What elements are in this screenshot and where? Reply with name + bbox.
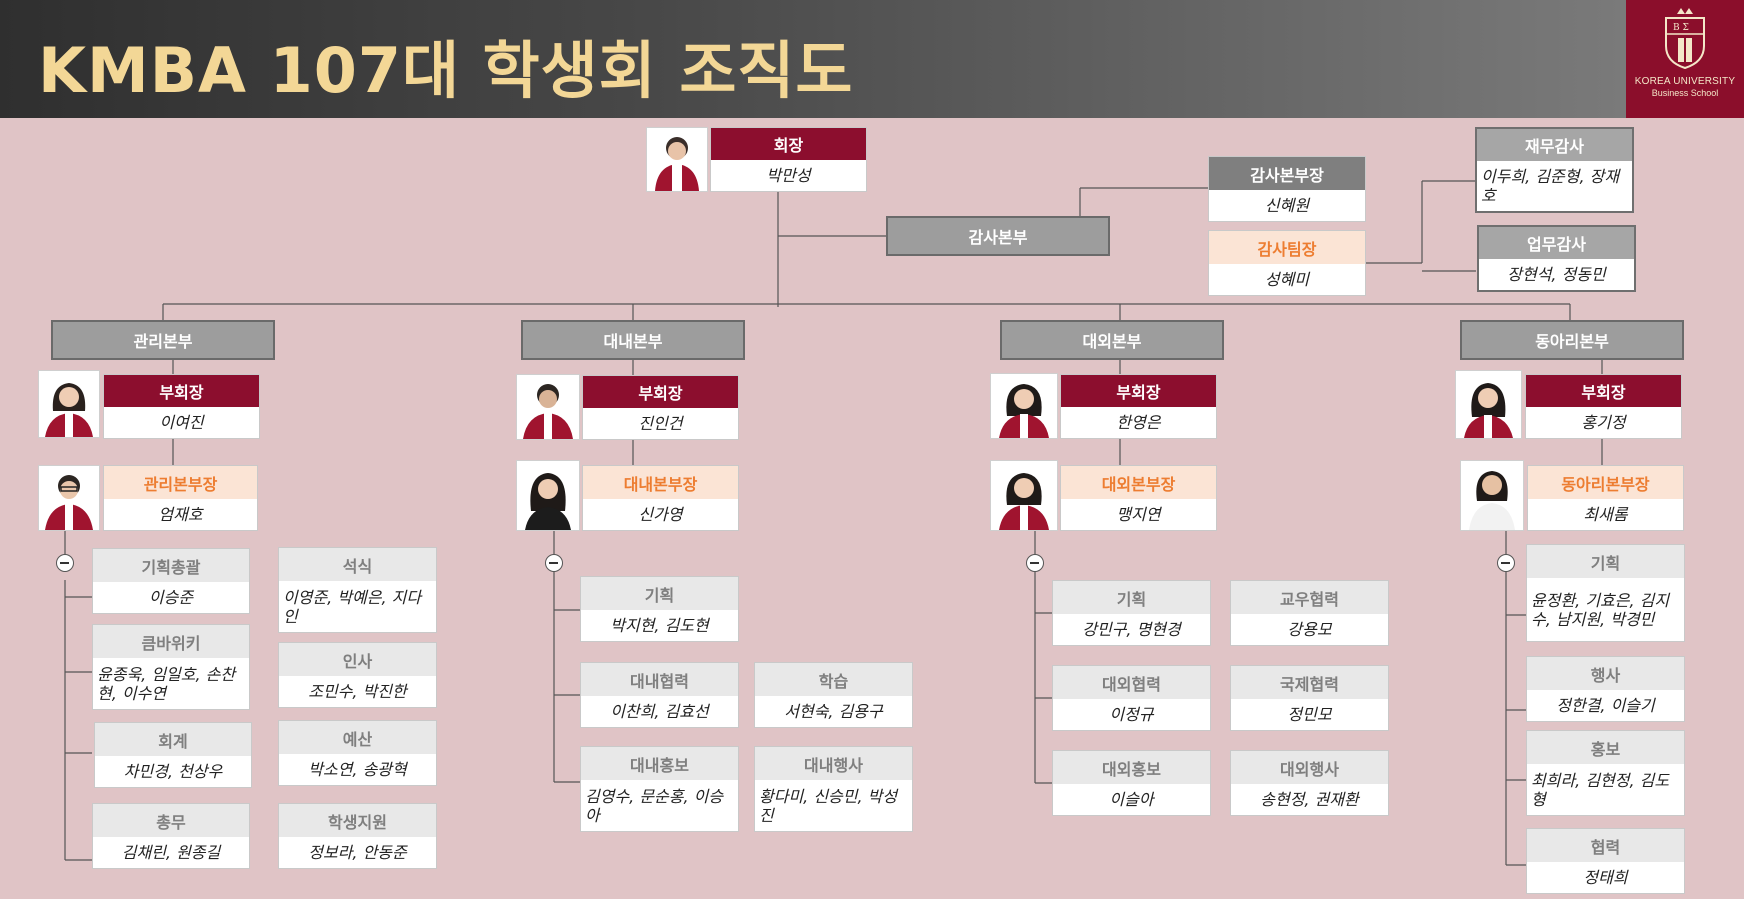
team-card: 총무 김채린, 원종길 [92, 803, 250, 869]
president-card: 회장 박만성 [710, 127, 867, 192]
external-vp-role: 부회장 [1061, 375, 1216, 407]
external-vp-card: 부회장 한영은 [1060, 374, 1217, 439]
internal-head-card: 대내본부장 신가영 [582, 465, 739, 531]
team-card: 국제협력 정민모 [1230, 665, 1389, 731]
team-card: 교우협력 강용모 [1230, 580, 1389, 646]
team-card: 예산 박소연, 송광혁 [278, 720, 437, 786]
team-card: 대내행사 황다미, 신승민, 박성진 [754, 746, 913, 832]
division-internal-box: 대내본부 [521, 320, 745, 360]
team-card: 학생지원 정보라, 안동준 [278, 803, 437, 869]
management-vp-card: 부회장 이여진 [103, 374, 260, 439]
club-head-card: 동아리본부장 최새롬 [1527, 465, 1684, 531]
management-head-photo [38, 465, 100, 531]
university-crest-icon: B Σ [1665, 8, 1705, 70]
management-vp-role: 부회장 [104, 375, 259, 407]
club-vp-name: 홍기정 [1526, 407, 1681, 438]
internal-head-name: 신가영 [583, 499, 738, 530]
team-card: 학습 서현숙, 김용구 [754, 662, 913, 728]
work-audit-card: 업무감사 장현석, 정동민 [1477, 225, 1636, 292]
team-card: 회계 차민경, 천상우 [94, 722, 252, 788]
team-card: 홍보 최희라, 김현정, 김도형 [1526, 730, 1685, 816]
team-card: 석식 이영준, 박예은, 지다인 [278, 547, 437, 633]
page-title: KMBA 107대 학생회 조직도 [38, 34, 854, 107]
division-external-box: 대외본부 [1000, 320, 1224, 360]
team-card: 기획총괄 이승준 [92, 548, 250, 614]
club-head-photo [1460, 460, 1524, 531]
svg-text:B Σ: B Σ [1673, 23, 1689, 33]
club-head-name: 최새롬 [1528, 499, 1683, 530]
division-management-box: 관리본부 [51, 320, 275, 360]
audit-head-role: 감사본부장 [1209, 157, 1365, 190]
audit-lead-card: 감사팀장 성혜미 [1208, 230, 1366, 296]
team-card: 큼바위키 윤종욱, 임일호, 손찬현, 이수연 [92, 624, 250, 710]
finance-audit-card: 재무감사 이두희, 김준형, 장재호 [1475, 127, 1634, 213]
team-card: 기획 강민구, 명현경 [1052, 580, 1211, 646]
team-card: 협력 정태희 [1526, 828, 1685, 894]
audit-head-card: 감사본부장 신혜원 [1208, 156, 1366, 222]
external-head-card: 대외본부장 맹지연 [1060, 465, 1217, 531]
management-vp-name: 이여진 [104, 407, 259, 438]
team-card: 기획 윤정환, 기효은, 김지수, 남지원, 박경민 [1526, 544, 1685, 642]
logo-university-name: KOREA UNIVERSITY [1634, 76, 1736, 87]
korea-university-logo: B Σ KOREA UNIVERSITY Business School [1626, 0, 1744, 118]
internal-vp-card: 부회장 진인건 [582, 375, 739, 440]
external-collapse-icon[interactable] [1026, 554, 1044, 572]
club-vp-role: 부회장 [1526, 375, 1681, 407]
internal-vp-name: 진인건 [583, 408, 738, 439]
team-card: 인사 조민수, 박진한 [278, 642, 437, 708]
club-vp-card: 부회장 홍기정 [1525, 374, 1682, 439]
management-head-name: 엄재호 [104, 499, 257, 530]
president-photo [646, 127, 708, 192]
logo-school-name: Business School [1651, 88, 1719, 98]
president-name: 박만성 [711, 160, 866, 191]
audit-lead-name: 성혜미 [1209, 264, 1365, 295]
audit-division-box: 감사본부 [886, 216, 1110, 256]
team-card: 대외홍보 이슬아 [1052, 750, 1211, 816]
internal-collapse-icon[interactable] [545, 554, 563, 572]
audit-lead-role: 감사팀장 [1209, 231, 1365, 264]
team-card: 대외협력 이정규 [1052, 665, 1211, 731]
external-head-name: 맹지연 [1061, 499, 1216, 530]
finance-audit-names: 이두희, 김준형, 장재호 [1477, 161, 1632, 211]
work-audit-role: 업무감사 [1479, 227, 1634, 259]
external-vp-photo [990, 373, 1058, 439]
team-card: 대외행사 송현정, 권재환 [1230, 750, 1389, 816]
external-vp-name: 한영은 [1061, 407, 1216, 438]
work-audit-names: 장현석, 정동민 [1479, 259, 1634, 290]
club-head-role: 동아리본부장 [1528, 466, 1683, 499]
management-head-role: 관리본부장 [104, 466, 257, 499]
internal-head-role: 대내본부장 [583, 466, 738, 499]
team-card: 기획 박지현, 김도현 [580, 576, 739, 642]
division-club-box: 동아리본부 [1460, 320, 1684, 360]
management-collapse-icon[interactable] [56, 554, 74, 572]
external-head-role: 대외본부장 [1061, 466, 1216, 499]
internal-head-photo [516, 460, 580, 531]
team-card: 대내홍보 김영수, 문순홍, 이승아 [580, 746, 739, 832]
external-head-photo [990, 460, 1058, 531]
audit-head-name: 신혜원 [1209, 190, 1365, 221]
management-head-card: 관리본부장 엄재호 [103, 465, 258, 531]
internal-vp-role: 부회장 [583, 376, 738, 408]
management-vp-photo [38, 370, 100, 438]
team-card: 행사 정한결, 이슬기 [1526, 656, 1685, 722]
team-card: 대내협력 이찬희, 김효선 [580, 662, 739, 728]
president-role: 회장 [711, 128, 866, 160]
club-vp-photo [1455, 370, 1522, 439]
finance-audit-role: 재무감사 [1477, 129, 1632, 161]
header-bar: KMBA 107대 학생회 조직도 [0, 0, 1626, 118]
internal-vp-photo [516, 374, 580, 440]
club-collapse-icon[interactable] [1497, 554, 1515, 572]
